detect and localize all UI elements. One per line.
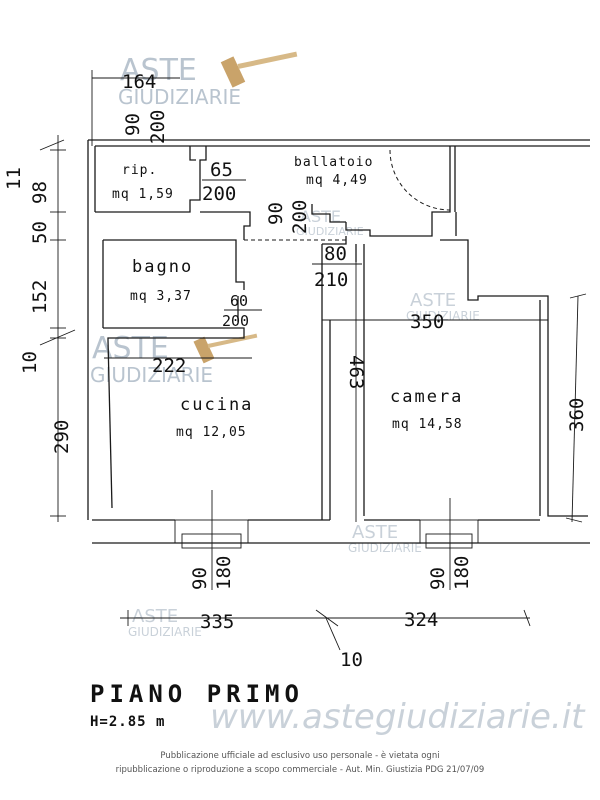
watermark-logo-small-2: ASTE GIUDIZIARIE <box>406 290 480 323</box>
dim-window-cam-h: 180 <box>451 556 473 590</box>
room-area-bagno: mq 3,37 <box>130 289 192 304</box>
notice-line-2: ripubblicazione o riproduzione a scopo c… <box>116 765 485 775</box>
room-name-camera: camera <box>390 387 463 407</box>
dim-left-152: 152 <box>29 280 51 314</box>
plan-title: PIANO PRIMO <box>90 680 304 708</box>
svg-text:ASTE: ASTE <box>300 207 341 226</box>
svg-text:ASTE: ASTE <box>92 331 169 366</box>
dim-door-rip-w: 65 <box>210 159 233 181</box>
watermark-logo-small-3: ASTE GIUDIZIARIE <box>348 522 422 555</box>
dim-window-top-h: 200 <box>147 110 169 144</box>
room-area-camera: mq 14,58 <box>392 417 463 432</box>
dim-camera-width: 350 <box>410 311 444 333</box>
dim-cucina-width: 222 <box>152 355 186 377</box>
dim-left-98: 98 <box>29 181 51 204</box>
gavel-icon <box>193 333 258 364</box>
dim-window-cuc-h: 180 <box>213 556 235 590</box>
dim-left-10: 10 <box>19 351 41 374</box>
watermark-logo-small-1: ASTE GIUDIZIARIE <box>296 207 364 238</box>
watermark-logo-mid: ASTE GIUDIZIARIE <box>90 331 258 387</box>
watermark-site: www.astegiudiziarie.it <box>210 697 586 737</box>
notice-line-1: Pubblicazione ufficiale ad esclusivo uso… <box>160 750 439 761</box>
dim-left-11: 11 <box>3 167 25 190</box>
dim-door-ball-w: 90 <box>265 202 287 225</box>
dimension-lines <box>39 70 587 651</box>
svg-text:ASTE: ASTE <box>120 53 197 88</box>
dim-window-top-w: 90 <box>122 113 144 136</box>
room-name-ballatoio: ballatoio <box>294 155 373 170</box>
room-name-rip: rip. <box>122 163 157 178</box>
watermark-logo-small-4: ASTE GIUDIZIARIE <box>128 606 202 639</box>
dim-left-290: 290 <box>51 420 73 454</box>
svg-text:GIUDIZIARIE: GIUDIZIARIE <box>118 85 241 109</box>
svg-text:GIUDIZIARIE: GIUDIZIARIE <box>90 363 213 387</box>
room-area-rip: mq 1,59 <box>112 187 174 202</box>
window-cucina <box>174 519 249 549</box>
dim-camera-depth: 463 <box>345 355 367 389</box>
room-area-cucina: mq 12,05 <box>176 425 247 440</box>
window-camera <box>419 519 479 549</box>
plan-height: H=2.85 m <box>90 714 165 730</box>
dim-door-bagno-h: 200 <box>222 312 249 330</box>
svg-text:GIUDIZIARIE: GIUDIZIARIE <box>348 541 422 555</box>
dim-door-ball-h: 200 <box>289 200 311 234</box>
dim-top-width: 164 <box>122 71 156 93</box>
dim-window-cuc-w: 90 <box>189 567 211 590</box>
dim-bottom-324: 324 <box>404 609 438 631</box>
dim-door-bagno-w: 60 <box>230 292 248 310</box>
dim-left-50: 50 <box>29 221 51 244</box>
svg-text:ASTE: ASTE <box>132 606 178 627</box>
svg-text:GIUDIZIARIE: GIUDIZIARIE <box>406 309 480 323</box>
dim-door-rip-h: 200 <box>202 183 236 205</box>
room-area-ballatoio: mq 4,49 <box>306 173 368 188</box>
svg-text:GIUDIZIARIE: GIUDIZIARIE <box>128 625 202 639</box>
dim-right-360: 360 <box>566 398 588 432</box>
svg-text:ASTE: ASTE <box>352 522 398 543</box>
door-swing-ballatoio <box>389 149 451 211</box>
room-name-cucina: cucina <box>180 395 253 415</box>
dim-bottom-335: 335 <box>200 611 234 633</box>
dim-window-cam-w: 90 <box>427 567 449 590</box>
gavel-icon <box>220 51 298 88</box>
dim-door-cam-h: 210 <box>314 269 348 291</box>
dim-bottom-10: 10 <box>340 649 363 671</box>
walls <box>87 139 590 544</box>
dim-door-cam-w: 80 <box>324 243 347 265</box>
svg-text:GIUDIZIARIE: GIUDIZIARIE <box>296 225 364 238</box>
watermark-logo-top: ASTE GIUDIZIARIE <box>118 51 298 109</box>
room-name-bagno: bagno <box>132 257 193 277</box>
svg-text:ASTE: ASTE <box>410 290 456 311</box>
